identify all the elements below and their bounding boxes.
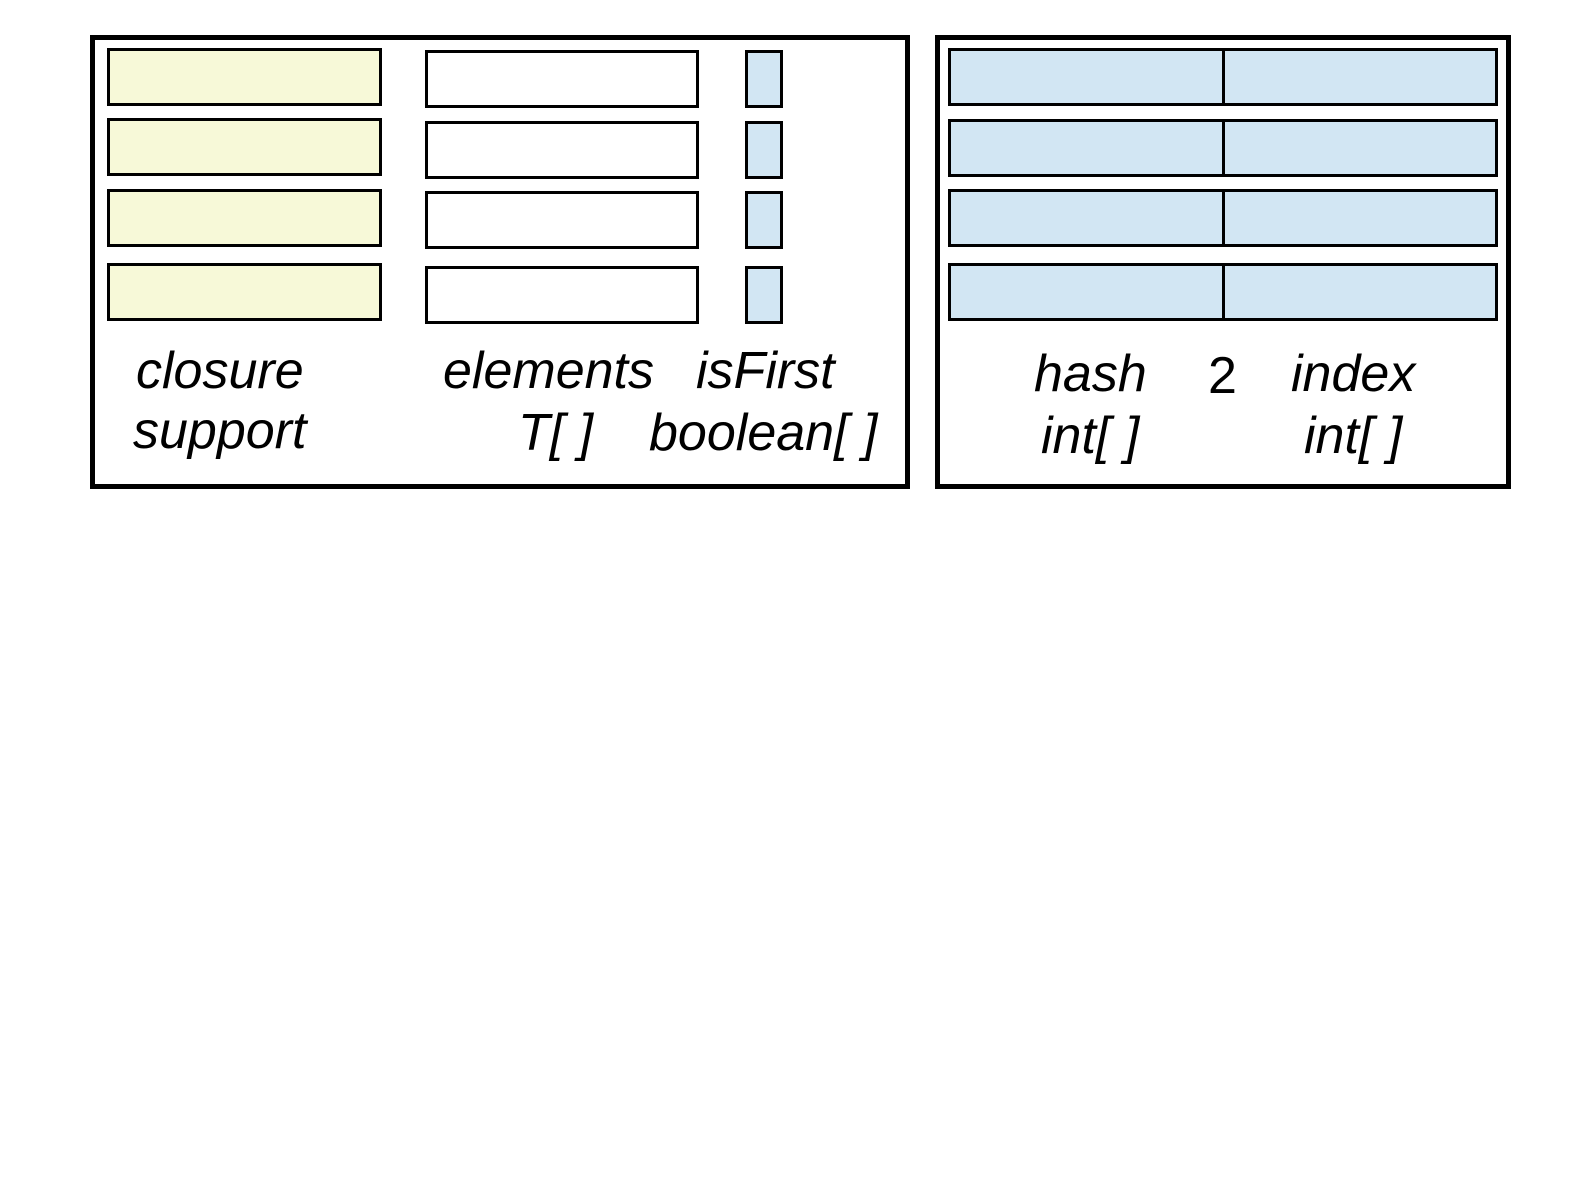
support-label: support — [133, 402, 307, 460]
closure-support-cell — [107, 48, 382, 106]
index-label: index — [1291, 345, 1416, 403]
hash-index-divider — [1222, 51, 1225, 103]
elements-label: elements — [443, 342, 654, 400]
closure-support-cell — [107, 118, 382, 176]
multiplier-label: 2 — [1208, 347, 1237, 405]
hash-label: hash — [1034, 345, 1147, 403]
hash-index-row — [948, 48, 1498, 106]
isfirst-cell — [745, 191, 783, 249]
isfirst-cell — [745, 121, 783, 179]
elements-cell — [425, 266, 699, 324]
elements-type-label: T[ ] — [518, 404, 594, 462]
isfirst-type-label: boolean[ ] — [649, 404, 878, 462]
hash-index-divider — [1222, 122, 1225, 174]
elements-cell — [425, 191, 699, 249]
elements-cell — [425, 121, 699, 179]
closure-label: closure — [136, 342, 304, 400]
index-type-label: int[ ] — [1304, 407, 1403, 465]
elements-cell — [425, 50, 699, 108]
isfirst-label: isFirst — [696, 342, 835, 400]
isfirst-cell — [745, 266, 783, 324]
hash-index-divider — [1222, 266, 1225, 318]
hash-type-label: int[ ] — [1041, 407, 1140, 465]
left-panel — [90, 35, 910, 489]
hash-index-row — [948, 263, 1498, 321]
hash-index-divider — [1222, 192, 1225, 244]
hash-index-row — [948, 119, 1498, 177]
closure-support-cell — [107, 189, 382, 247]
closure-support-cell — [107, 263, 382, 321]
isfirst-cell — [745, 50, 783, 108]
right-panel — [935, 35, 1511, 489]
hash-index-row — [948, 189, 1498, 247]
